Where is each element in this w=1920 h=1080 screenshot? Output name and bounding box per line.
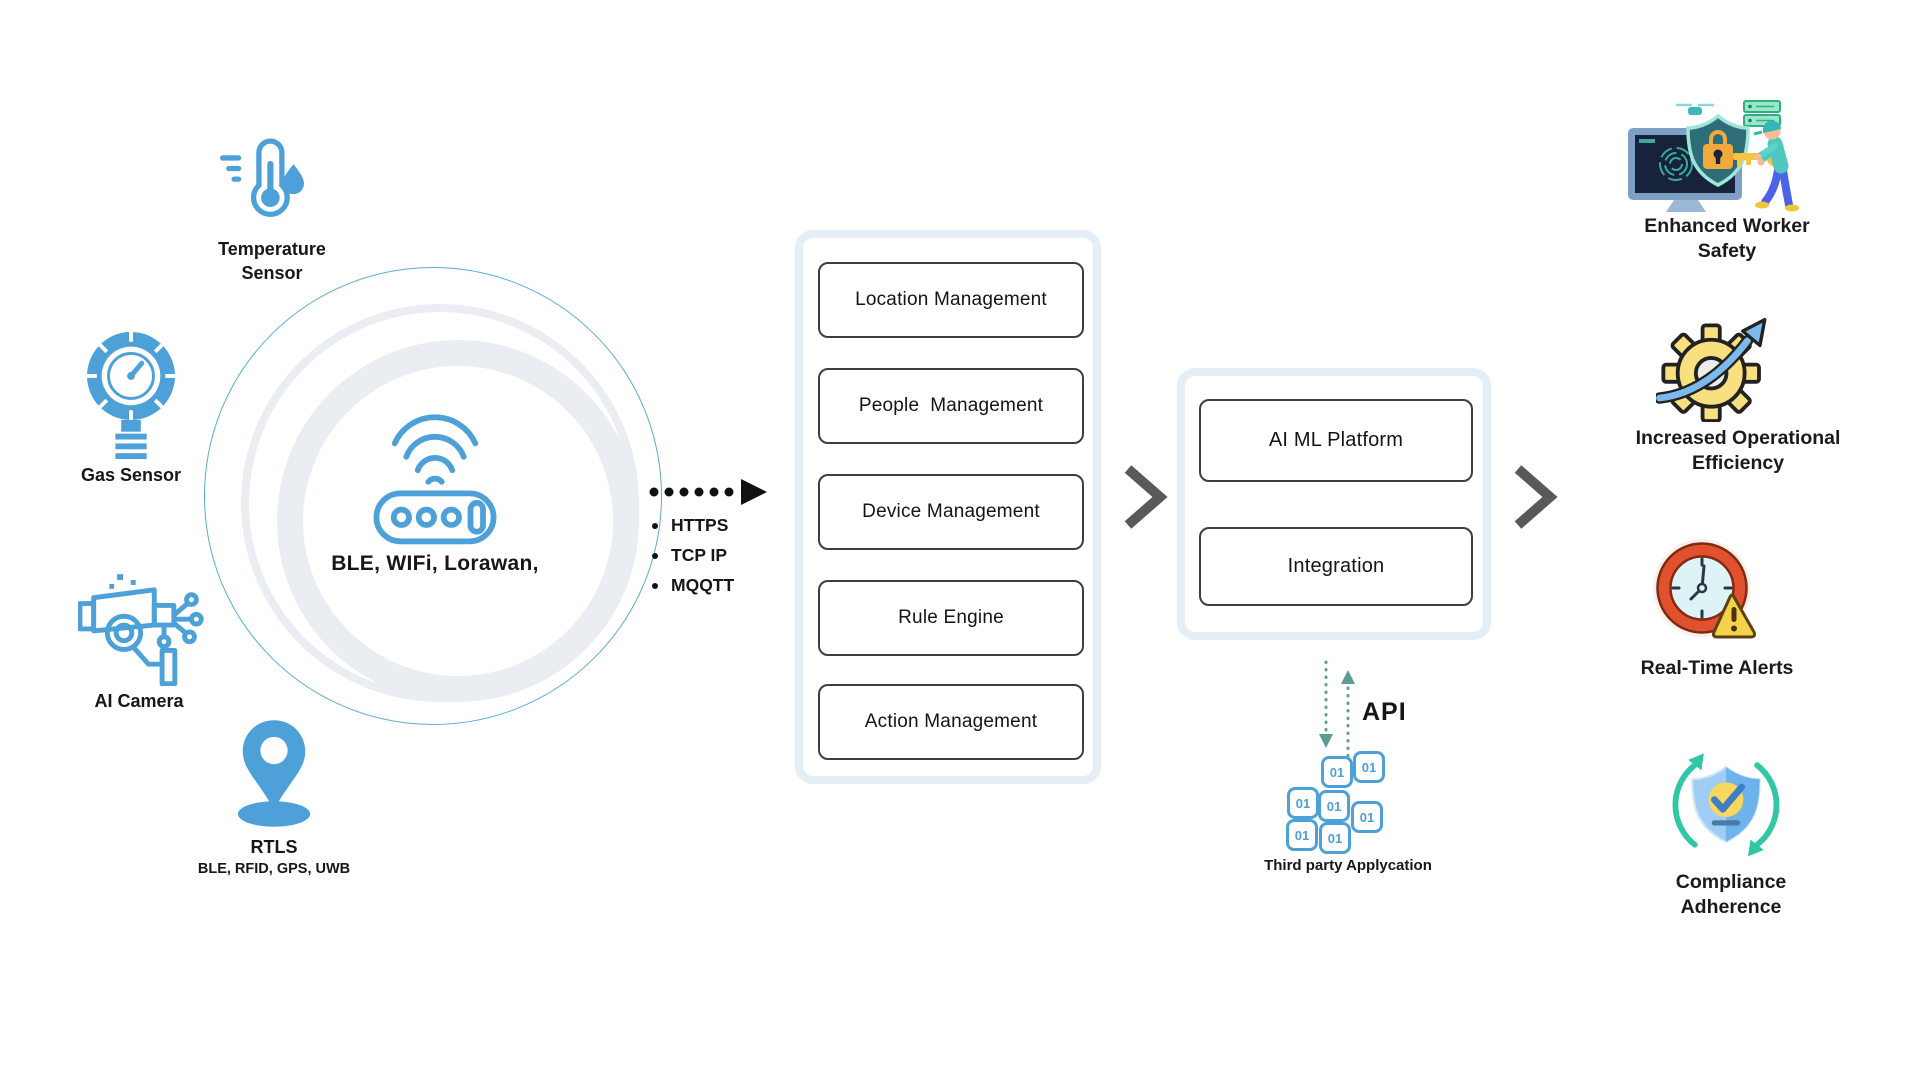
module-ai-ml-platform: AI ML Platform	[1199, 399, 1473, 482]
api-arrows	[1319, 660, 1355, 758]
temperature-sensor-icon	[220, 138, 304, 218]
rtls-sublabel: BLE, RFID, GPS, UWB	[197, 861, 351, 877]
benefit-alerts-label: Real-Time Alerts	[1640, 657, 1794, 679]
protocol-label: HTTPS	[671, 515, 729, 535]
gateway-router-icon	[373, 414, 497, 545]
binary-tile: 01	[1286, 819, 1318, 851]
protocol-item-tcpip: TCP IP	[652, 545, 727, 566]
binary-tile: 01	[1321, 756, 1353, 788]
efficiency-gear-icon	[1656, 317, 1767, 422]
benefit-efficiency-label: Increased Operational Efficiency	[1635, 427, 1841, 475]
module-location-management: Location Management	[818, 262, 1084, 338]
api-label: API	[1362, 698, 1407, 726]
module-device-management: Device Management	[818, 474, 1084, 550]
protocol-item-mqqtt: MQQTT	[652, 575, 734, 596]
bullet-dot	[652, 552, 658, 559]
gas-sensor-label: Gas Sensor	[80, 465, 182, 485]
binary-tile: 01	[1319, 822, 1351, 854]
worker-safety-icon	[1628, 100, 1799, 212]
rtls-pin-icon	[237, 720, 311, 827]
gateway-label: BLE, WIFi, Lorawan,	[331, 552, 539, 575]
binary-tile: 01	[1287, 787, 1319, 819]
module-rule-engine: Rule Engine	[818, 580, 1084, 656]
module-people-management: People Management	[818, 368, 1084, 444]
protocol-item-https: HTTPS	[652, 515, 728, 536]
bullet-dot	[652, 582, 658, 589]
binary-tile: 01	[1351, 801, 1383, 833]
module-integration: Integration	[1199, 527, 1473, 606]
compliance-shield-icon	[1672, 753, 1780, 857]
bullet-dot	[652, 522, 658, 529]
binary-tile: 01	[1318, 790, 1350, 822]
protocol-label: MQQTT	[671, 575, 735, 595]
gas-sensor-icon	[87, 331, 175, 460]
realtime-alerts-icon	[1653, 539, 1757, 639]
benefit-compliance-label: Compliance Adherence	[1675, 871, 1787, 919]
gateway-outer-circle	[204, 267, 662, 725]
third-party-label: Third party Applycation	[1264, 857, 1432, 874]
benefit-worker-safety-label: Enhanced Worker Safety	[1644, 215, 1810, 263]
chevron-right-icon	[1514, 465, 1558, 529]
binary-tile: 01	[1353, 751, 1385, 783]
rtls-label: RTLS	[250, 837, 298, 857]
temperature-sensor-label: Temperature Sensor	[218, 239, 326, 283]
ai-camera-icon	[78, 574, 204, 686]
chevron-right-icon	[1124, 465, 1168, 529]
ai-camera-label: AI Camera	[94, 691, 184, 711]
protocol-label: TCP IP	[671, 545, 728, 565]
module-action-management: Action Management	[818, 684, 1084, 760]
dotted-arrow	[649, 479, 767, 505]
